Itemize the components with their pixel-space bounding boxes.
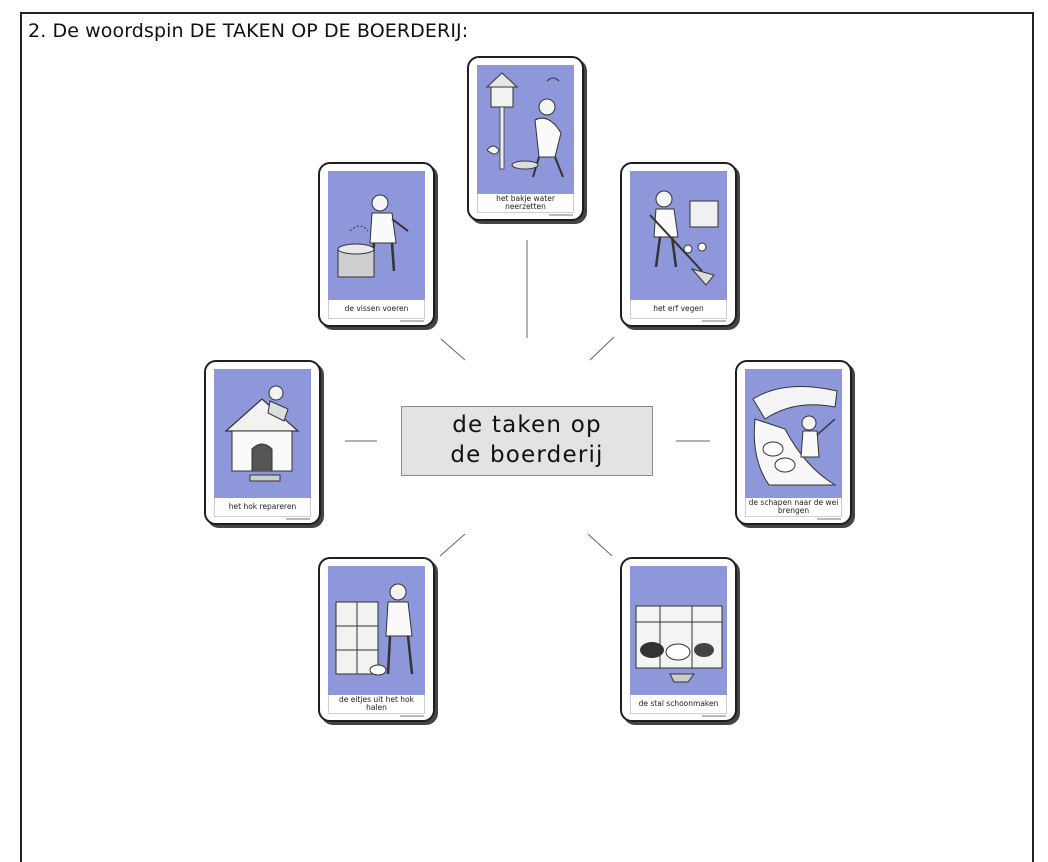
stable-cleaning-icon [630, 566, 727, 695]
doghouse-repair-icon [214, 369, 311, 498]
card-caption: de stal schoonmaken [630, 695, 727, 714]
card-water-bowl: het bakje water neerzetten [467, 56, 584, 221]
card-sheep-to-meadow: de schapen naar de wei brengen [735, 360, 852, 525]
spoke-top-left [440, 338, 466, 361]
card-caption: de eitjes uit het hok halen [328, 695, 425, 714]
card-credit-mark [702, 715, 726, 717]
card-credit-mark [549, 214, 573, 216]
card-caption: het bakje water neerzetten [477, 194, 574, 213]
egg-collecting-icon [328, 566, 425, 695]
bird-feeding-icon [477, 65, 574, 194]
sheep-meadow-icon [745, 369, 842, 498]
card-collect-eggs: de eitjes uit het hok halen [318, 557, 435, 722]
card-credit-mark [400, 715, 424, 717]
card-caption: het hok repareren [214, 498, 311, 517]
center-topic-line-2: de boerderij [450, 442, 604, 468]
page-frame [20, 12, 1034, 862]
card-repair-doghouse: het hok repareren [204, 360, 321, 525]
sweeping-icon [630, 171, 727, 300]
center-topic-box: de taken op de boerderij [401, 406, 653, 476]
spoke-bottom-right [587, 533, 613, 557]
card-caption: het erf vegen [630, 300, 727, 319]
fish-feeding-icon [328, 171, 425, 300]
center-topic-text: de taken op de boerderij [450, 411, 603, 471]
spoke-bottom-left [439, 533, 466, 557]
card-credit-mark [702, 320, 726, 322]
card-credit-mark [286, 518, 310, 520]
card-caption: de schapen naar de wei brengen [745, 498, 842, 517]
center-topic-line-1: de taken op [452, 412, 602, 439]
page-heading: 2. De woordspin DE TAKEN OP DE BOERDERIJ… [28, 20, 469, 42]
card-sweep-yard: het erf vegen [620, 162, 737, 327]
card-credit-mark [817, 518, 841, 520]
card-clean-stable: de stal schoonmaken [620, 557, 737, 722]
spoke-top-right [589, 336, 615, 361]
card-credit-mark [400, 320, 424, 322]
card-caption: de vissen voeren [328, 300, 425, 319]
card-fish-feeding: de vissen voeren [318, 162, 435, 327]
